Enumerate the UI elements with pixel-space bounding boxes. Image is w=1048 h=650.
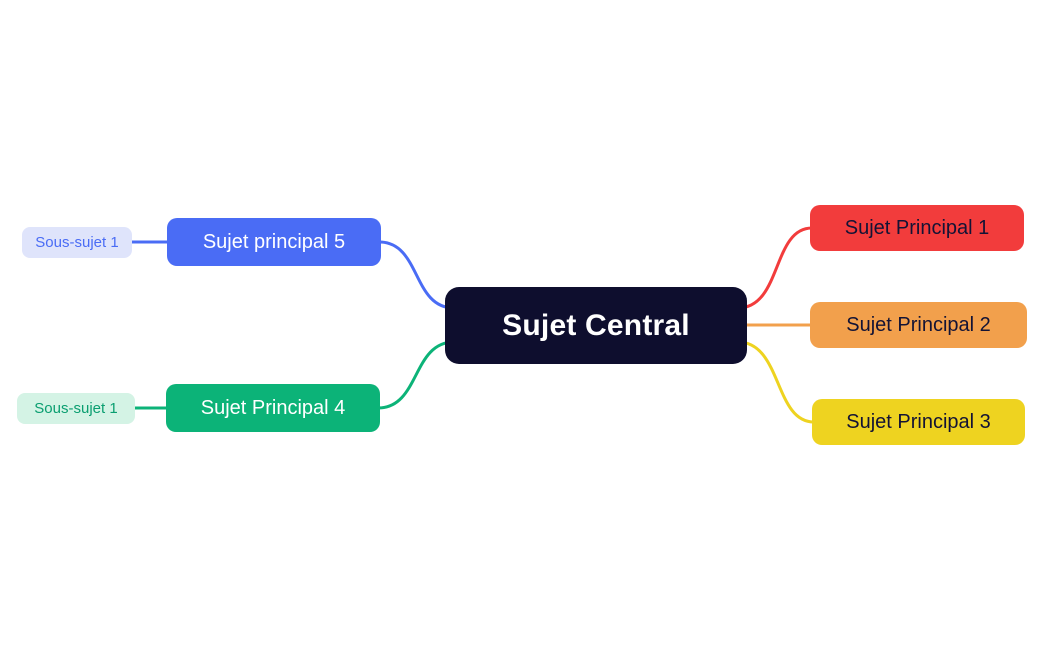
node-sub-of-principal-4[interactable]: Sous-sujet 1 xyxy=(17,393,135,424)
node-principal-1-label: Sujet Principal 1 xyxy=(844,216,990,239)
node-sub-of-principal-4-label: Sous-sujet 1 xyxy=(34,400,118,417)
node-sub-of-principal-5[interactable]: Sous-sujet 1 xyxy=(22,227,132,258)
central-node[interactable]: Sujet Central xyxy=(445,287,747,364)
connector-central-to-principal5 xyxy=(377,240,456,310)
node-principal-4-label: Sujet Principal 4 xyxy=(200,396,346,419)
node-principal-3-label: Sujet Principal 3 xyxy=(846,410,991,433)
node-principal-5[interactable]: Sujet principal 5 xyxy=(167,218,381,266)
connector-central-to-principal1 xyxy=(736,226,814,310)
node-principal-3[interactable]: Sujet Principal 3 xyxy=(812,399,1025,445)
node-principal-5-label: Sujet principal 5 xyxy=(202,230,346,253)
connector-central-to-principal3 xyxy=(736,340,816,424)
node-sub-of-principal-5-label: Sous-sujet 1 xyxy=(35,234,119,251)
node-principal-2[interactable]: Sujet Principal 2 xyxy=(810,302,1027,348)
node-principal-4[interactable]: Sujet Principal 4 xyxy=(166,384,380,432)
node-principal-1[interactable]: Sujet Principal 1 xyxy=(810,205,1024,251)
node-principal-2-label: Sujet Principal 2 xyxy=(846,313,991,336)
central-node-label: Sujet Central xyxy=(502,308,690,342)
connector-central-to-principal4 xyxy=(376,340,456,410)
